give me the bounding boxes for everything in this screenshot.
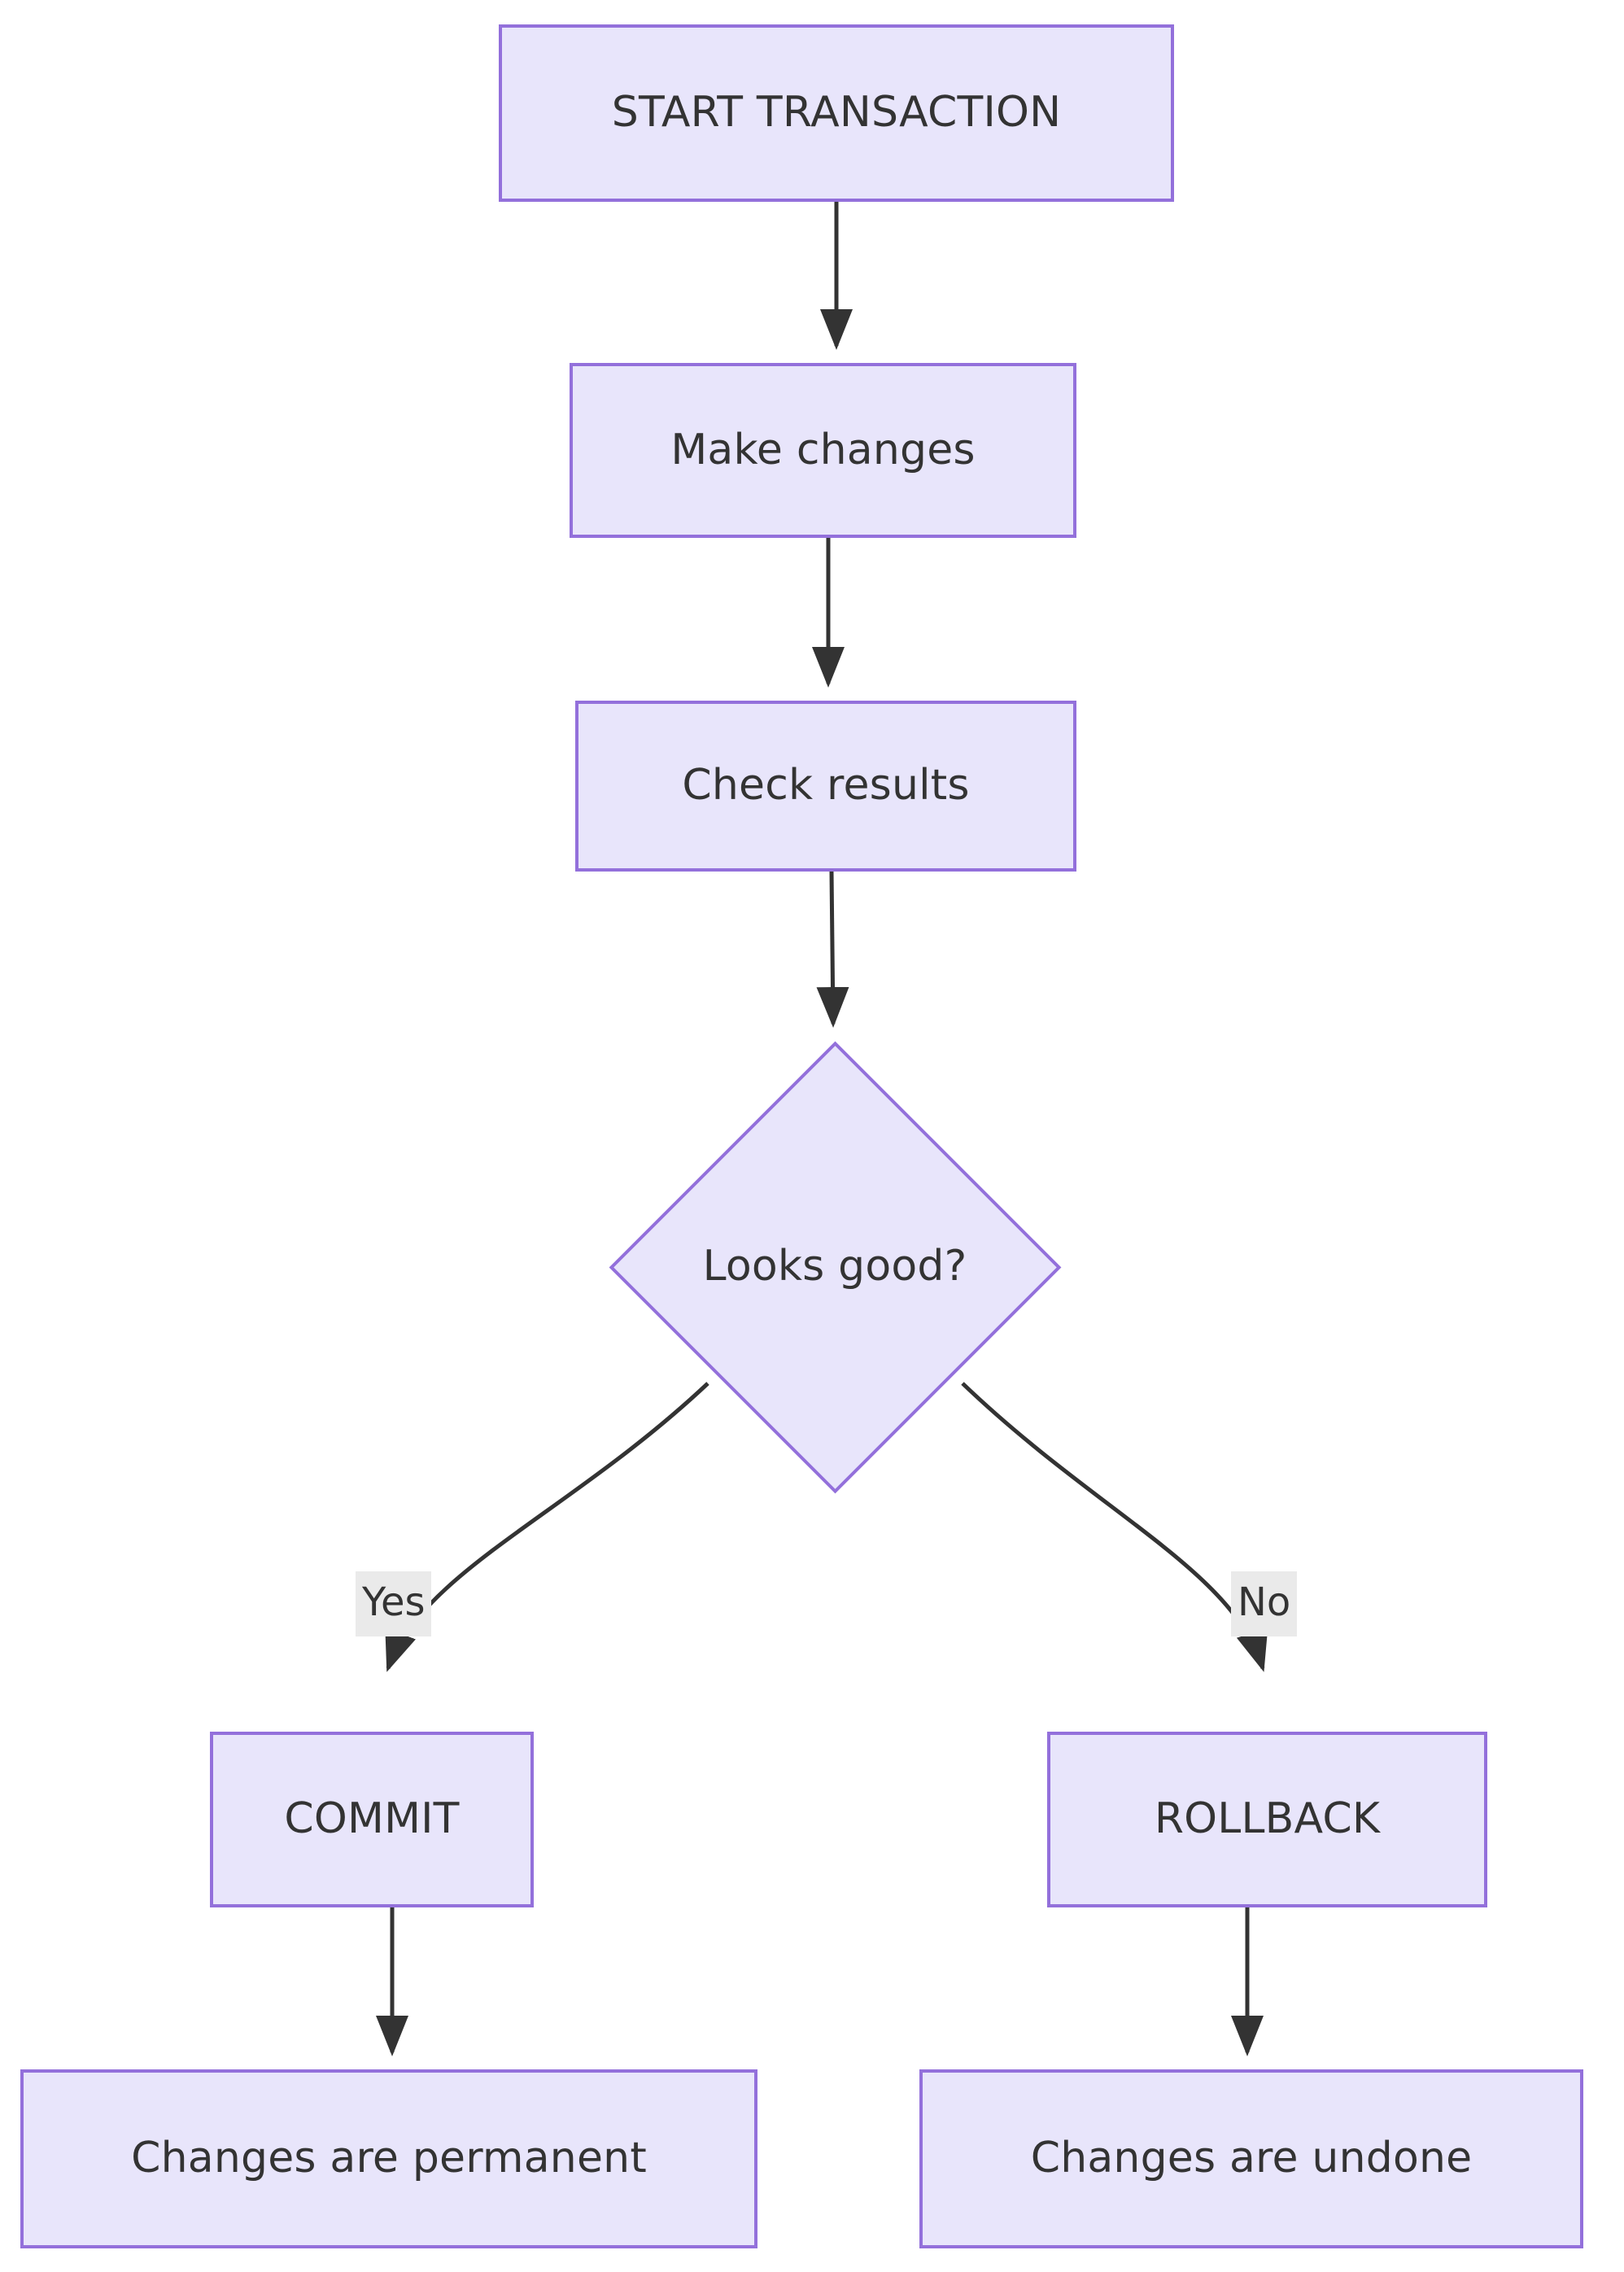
node-rollback[interactable]: ROLLBACK: [1047, 1732, 1487, 1907]
node-label: Looks good?: [702, 1242, 967, 1291]
node-commit[interactable]: COMMIT: [210, 1732, 534, 1907]
node-check-results[interactable]: Check results: [575, 701, 1076, 872]
node-label: ROLLBACK: [1154, 1794, 1381, 1844]
node-changes-are-undone[interactable]: Changes are undone: [919, 2069, 1583, 2248]
edge-label-yes: Yes: [356, 1571, 432, 1636]
node-make-changes[interactable]: Make changes: [570, 363, 1076, 538]
node-decision-looks-good[interactable]: Looks good?: [609, 1041, 1061, 1493]
node-label: COMMIT: [284, 1794, 460, 1844]
node-changes-are-permanent[interactable]: Changes are permanent: [20, 2069, 757, 2248]
node-label: Check results: [682, 761, 970, 810]
edge-label-no: No: [1231, 1571, 1298, 1636]
node-label: START TRANSACTION: [611, 88, 1062, 138]
node-label: Changes are undone: [1030, 2134, 1473, 2183]
node-label: Changes are permanent: [131, 2134, 647, 2183]
edge-check-to-decision: [816, 871, 849, 1028]
node-start-transaction[interactable]: START TRANSACTION: [499, 24, 1174, 202]
node-label: Make changes: [670, 425, 976, 474]
